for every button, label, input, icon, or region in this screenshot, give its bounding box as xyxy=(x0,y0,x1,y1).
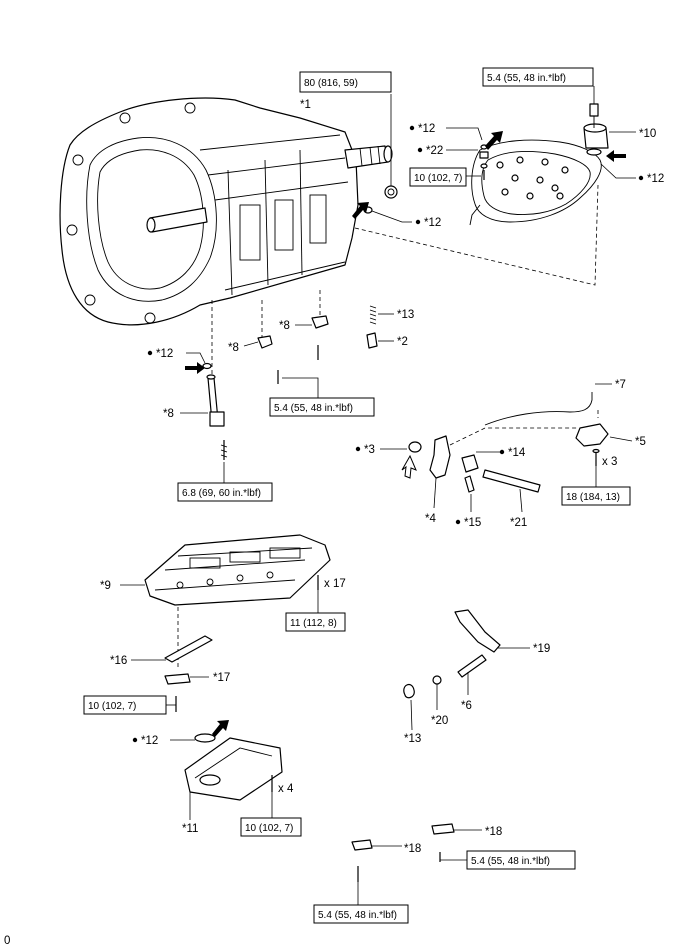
torque-spec-s1: 80 (816, 59) xyxy=(299,71,392,93)
torque-spec-s9: 10 (102, 7) xyxy=(240,817,302,837)
relation-line xyxy=(354,184,599,286)
label-part-13: *13 xyxy=(397,309,414,321)
label-part-13: *13 xyxy=(404,733,421,745)
torque-spec-text: 11 (112, 8) xyxy=(290,618,337,629)
new-part-dot xyxy=(415,219,421,225)
manual-lever xyxy=(429,435,451,479)
bracket xyxy=(351,839,373,851)
label-part-18: *18 xyxy=(485,826,502,838)
torque-spec-text: 5.4 (55, 48 in.*lbf) xyxy=(487,73,566,84)
quantity-x3: x 3 xyxy=(602,456,617,468)
new-part-dot xyxy=(147,350,153,356)
torque-spec-text: 6.8 (69, 60 in.*lbf) xyxy=(182,488,261,499)
label-part-8: *8 xyxy=(163,408,174,420)
torque-spec-text: 5.4 (55, 48 in.*lbf) xyxy=(274,403,353,414)
label-part-2: *2 xyxy=(397,336,408,348)
label-part-8: *8 xyxy=(279,320,290,332)
torque-spec-s4: 5.4 (55, 48 in.*lbf) xyxy=(269,397,375,417)
label-part-10: *10 xyxy=(639,128,656,140)
label-part-20: *20 xyxy=(431,715,448,727)
label-part-18: *18 xyxy=(404,843,421,855)
cable xyxy=(484,392,593,426)
new-part-dot xyxy=(638,175,644,181)
parking-lever xyxy=(454,609,501,653)
bracket xyxy=(311,315,329,329)
label-part-12: *12 xyxy=(141,735,158,747)
quantity-x17: x 17 xyxy=(324,578,346,590)
torque-spec-s5: 6.8 (69, 60 in.*lbf) xyxy=(177,482,273,502)
label-part-12: *12 xyxy=(156,348,173,360)
torque-spec-s6: 18 (184, 13) xyxy=(561,486,631,506)
label-part-15: *15 xyxy=(464,517,481,529)
label-part-4: *4 xyxy=(425,513,436,525)
label-part-8: *8 xyxy=(228,342,239,354)
washer xyxy=(432,675,442,685)
torque-spec-text: 5.4 (55, 48 in.*lbf) xyxy=(318,910,397,921)
quantity-x4: x 4 xyxy=(278,783,294,795)
label-part-1: *1 xyxy=(300,99,311,111)
pointer-arrow xyxy=(212,720,229,737)
pointer-arrow xyxy=(352,202,369,219)
label-part-7: *7 xyxy=(615,379,626,391)
detent-spring xyxy=(164,635,213,663)
label-part-16: *16 xyxy=(110,655,127,667)
label-part-21: *21 xyxy=(510,517,527,529)
label-part-12: *12 xyxy=(418,123,435,135)
new-part-dot xyxy=(132,737,138,743)
relation-line xyxy=(449,427,578,446)
bracket xyxy=(257,335,273,349)
transmission-case xyxy=(59,97,398,326)
new-part-dot xyxy=(355,446,361,452)
pointer-arrow xyxy=(606,150,626,162)
label-part-19: *19 xyxy=(533,643,550,655)
torque-spec-s3: 10 (102, 7) xyxy=(409,167,467,187)
detent-part xyxy=(366,332,378,349)
torque-spec-s7: 11 (112, 8) xyxy=(285,612,346,632)
label-part-11: *11 xyxy=(182,823,198,835)
torque-spec-s11: 5.4 (55, 48 in.*lbf) xyxy=(313,904,409,924)
label-part-17: *17 xyxy=(213,672,230,684)
wire-harness xyxy=(469,103,609,226)
torque-spec-text: 10 (102, 7) xyxy=(414,173,462,184)
pin xyxy=(464,475,475,493)
oil-strainer xyxy=(184,733,283,801)
direction-arrow xyxy=(401,454,417,479)
pointer-arrow xyxy=(185,362,205,374)
new-part-dot xyxy=(455,519,461,525)
torque-spec-s8: 10 (102, 7) xyxy=(83,695,167,715)
plate xyxy=(164,673,191,685)
label-part-12: *12 xyxy=(424,217,441,229)
bracket xyxy=(431,823,455,835)
valve-body xyxy=(144,534,331,606)
collar xyxy=(461,454,479,473)
pin xyxy=(457,654,487,678)
torque-spec-text: 10 (102, 7) xyxy=(88,701,136,712)
label-part-9: *9 xyxy=(100,580,111,592)
sensor xyxy=(575,423,609,447)
leader-lines xyxy=(120,86,636,905)
new-part-dot xyxy=(499,449,505,455)
torque-spec-text: 18 (184, 13) xyxy=(566,492,620,503)
torque-spec-text: 5.4 (55, 48 in.*lbf) xyxy=(471,856,550,867)
nut xyxy=(408,441,422,453)
torsion-spring xyxy=(403,683,415,699)
shaft xyxy=(482,469,541,493)
spring xyxy=(369,305,377,325)
torque-spec-text: 10 (102, 7) xyxy=(245,823,293,834)
torque-spec-s10: 5.4 (55, 48 in.*lbf) xyxy=(466,850,576,870)
label-part-5: *5 xyxy=(635,436,646,448)
torque-spec-s2: 5.4 (55, 48 in.*lbf) xyxy=(482,67,594,87)
label-part-3: *3 xyxy=(364,444,375,456)
label-part-14: *14 xyxy=(508,447,526,459)
label-part-22: *22 xyxy=(426,145,443,157)
new-part-dot xyxy=(409,125,415,131)
label-part-6: *6 xyxy=(461,700,472,712)
new-part-dot xyxy=(417,147,423,153)
label-part-12: *12 xyxy=(647,173,664,185)
pointer-arrow xyxy=(485,131,503,150)
torque-spec-text: 80 (816, 59) xyxy=(304,78,358,89)
oil-pipe xyxy=(202,362,228,460)
figure-footer: 0 xyxy=(4,935,10,947)
